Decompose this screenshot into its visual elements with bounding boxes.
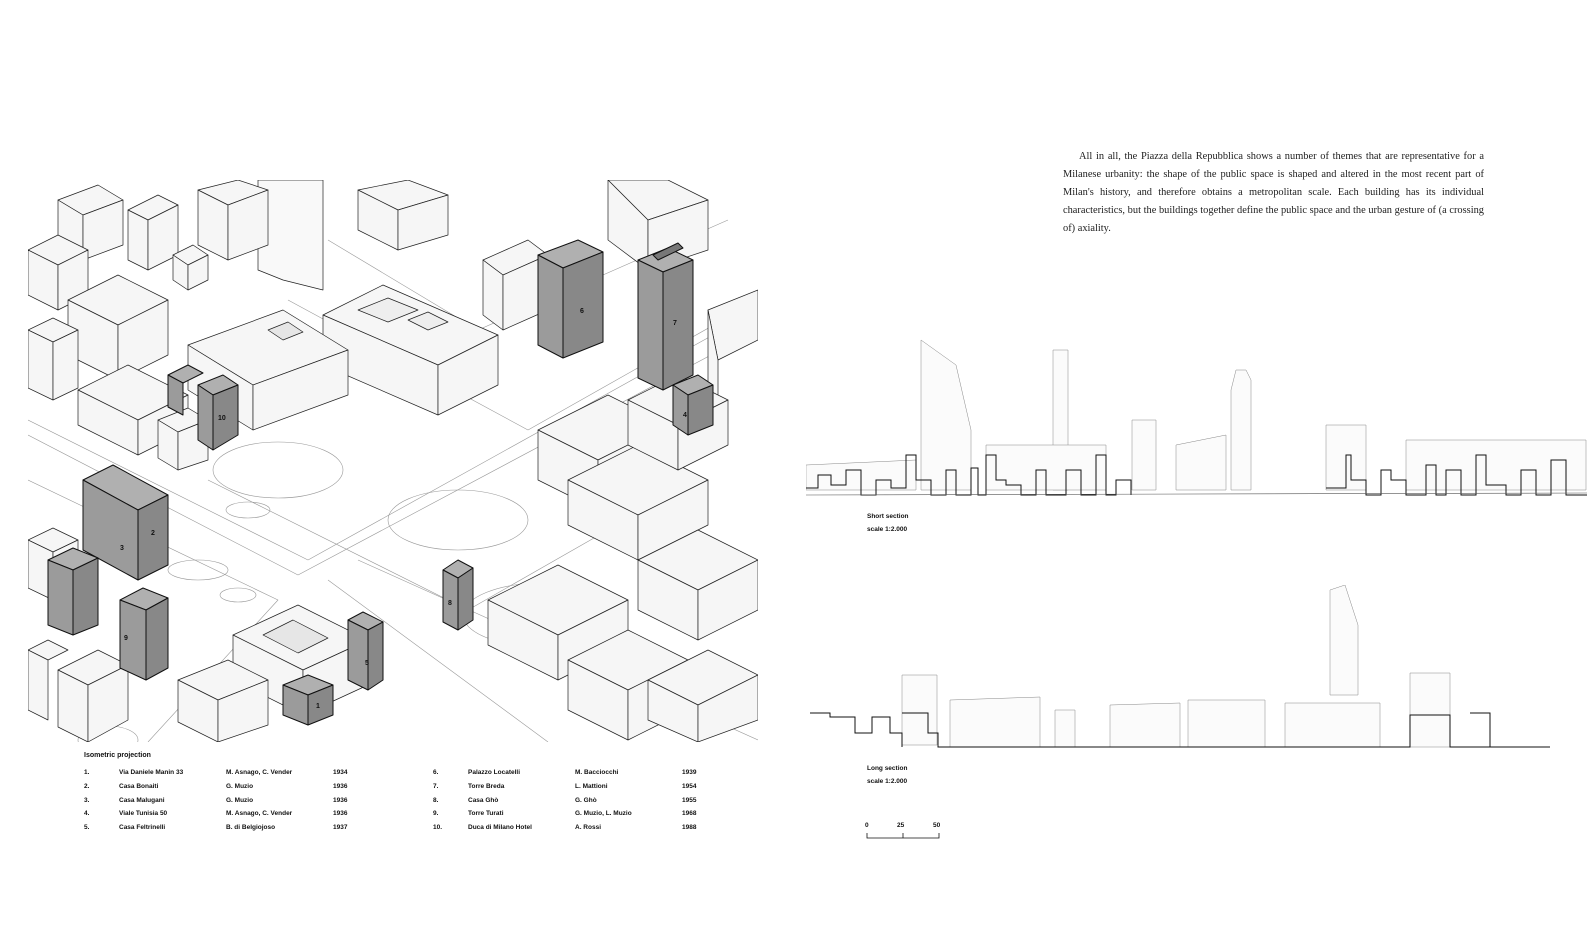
label-building-9: 9 <box>124 635 128 642</box>
legend-row: 6. Palazzo Locatelli M. Bacciocchi 1939 <box>433 766 733 780</box>
long-section-title: Long section <box>867 765 908 772</box>
legend-year: 1955 <box>682 796 697 804</box>
short-section-scale: scale 1:2.000 <box>867 526 908 533</box>
legend-row: 2. Casa Bonaiti G. Muzio 1936 <box>84 780 384 794</box>
label-building-3: 3 <box>120 545 124 552</box>
legend-year: 1937 <box>333 824 348 832</box>
label-building-2: 2 <box>151 530 155 537</box>
short-section-title: Short section <box>867 513 909 520</box>
scale-tick-25: 25 <box>897 822 905 829</box>
long-section-scale: scale 1:2.000 <box>867 778 908 785</box>
legend-name: Via Daniele Manin 33 <box>119 769 184 776</box>
legend-name: Torre Turati <box>468 810 504 818</box>
legend-name: Duca di Milano Hotel <box>468 824 532 832</box>
legend-row: 3. Casa Malugani G. Muzio 1936 <box>84 794 384 808</box>
label-building-4: 4 <box>683 412 687 419</box>
label-building-6: 6 <box>580 308 584 315</box>
legend-num: 2. <box>84 782 90 790</box>
legend-architect: A. Rossi <box>575 824 602 832</box>
legend-name: Casa Feltrinelli <box>119 824 166 832</box>
legend-year: 1936 <box>333 796 348 804</box>
legend-name: Torre Breda <box>468 782 505 790</box>
label-building-5: 5 <box>365 660 369 667</box>
legend-row: 9. Torre Turati G. Muzio, L. Muzio 1968 <box>433 807 733 821</box>
isometric-drawing: 6 7 4 10 2 3 9 5 8 1 <box>28 180 758 742</box>
legend-num: 3. <box>84 796 90 804</box>
legend-year: 1954 <box>682 782 697 790</box>
body-paragraph: All in all, the Piazza della Repubblica … <box>1063 151 1484 234</box>
legend-architect: G. Muzio <box>226 796 254 804</box>
legend-architect: G. Muzio, L. Muzio <box>575 810 632 818</box>
label-building-1: 1 <box>316 703 320 710</box>
label-building-7: 7 <box>673 320 677 327</box>
legend-num: 4. <box>84 810 90 818</box>
legend-num: 10. <box>433 824 443 832</box>
legend-year: 1968 <box>682 810 697 818</box>
legend-architect: M. Asnago, C. Vender <box>226 810 293 818</box>
legend-year: 1934 <box>333 769 348 776</box>
legend-year: 1939 <box>682 769 697 776</box>
legend-name: Palazzo Locatelli <box>468 769 521 776</box>
legend-num: 1. <box>84 769 90 776</box>
legend-num: 9. <box>433 810 439 818</box>
legend-row: 5. Casa Feltrinelli B. di Belgiojoso 1937 <box>84 821 384 835</box>
label-building-8: 8 <box>448 600 452 607</box>
long-section-drawing <box>810 584 1550 755</box>
legend-row: 10. Duca di Milano Hotel A. Rossi 1988 <box>433 821 733 835</box>
legend-name: Casa Malugani <box>119 796 165 804</box>
legend-num: 5. <box>84 824 90 832</box>
legend-architect: G. Ghò <box>575 796 597 804</box>
scale-tick-0: 0 <box>865 822 869 829</box>
legend-left: 1. Via Daniele Manin 33 M. Asnago, C. Vend… <box>84 766 384 835</box>
scale-tick-50: 50 <box>933 822 941 829</box>
legend-row: 8. Casa Ghò G. Ghò 1955 <box>433 794 733 808</box>
isometric-caption: Isometric projection <box>84 752 151 759</box>
legend-num: 6. <box>433 769 439 776</box>
scale-bar: 0 25 50 <box>865 822 945 842</box>
legend-right: 6. Palazzo Locatelli M. Bacciocchi 1939 7. To… <box>433 766 733 835</box>
legend-architect: B. di Belgiojoso <box>226 824 276 832</box>
legend-num: 8. <box>433 796 439 804</box>
legend-num: 7. <box>433 782 439 790</box>
legend-year: 1936 <box>333 810 348 818</box>
legend-row: 1. Via Daniele Manin 33 M. Asnago, C. Vend… <box>84 766 384 780</box>
label-building-10: 10 <box>218 415 226 422</box>
legend-name: Viale Tunisia 50 <box>119 810 168 818</box>
legend-architect: M. Bacciocchi <box>575 769 619 776</box>
legend-architect: G. Muzio <box>226 782 254 790</box>
legend-year: 1988 <box>682 824 697 832</box>
legend-name: Casa Ghò <box>468 796 499 804</box>
short-section-drawing <box>805 330 1587 505</box>
legend-row: 4. Viale Tunisia 50 M. Asnago, C. Vender 19… <box>84 807 384 821</box>
legend-year: 1936 <box>333 782 348 790</box>
legend-architect: L. Mattioni <box>575 782 608 790</box>
legend-name: Casa Bonaiti <box>119 782 159 790</box>
legend-architect: M. Asnago, C. Vender <box>226 769 293 776</box>
legend-row: 7. Torre Breda L. Mattioni 1954 <box>433 780 733 794</box>
